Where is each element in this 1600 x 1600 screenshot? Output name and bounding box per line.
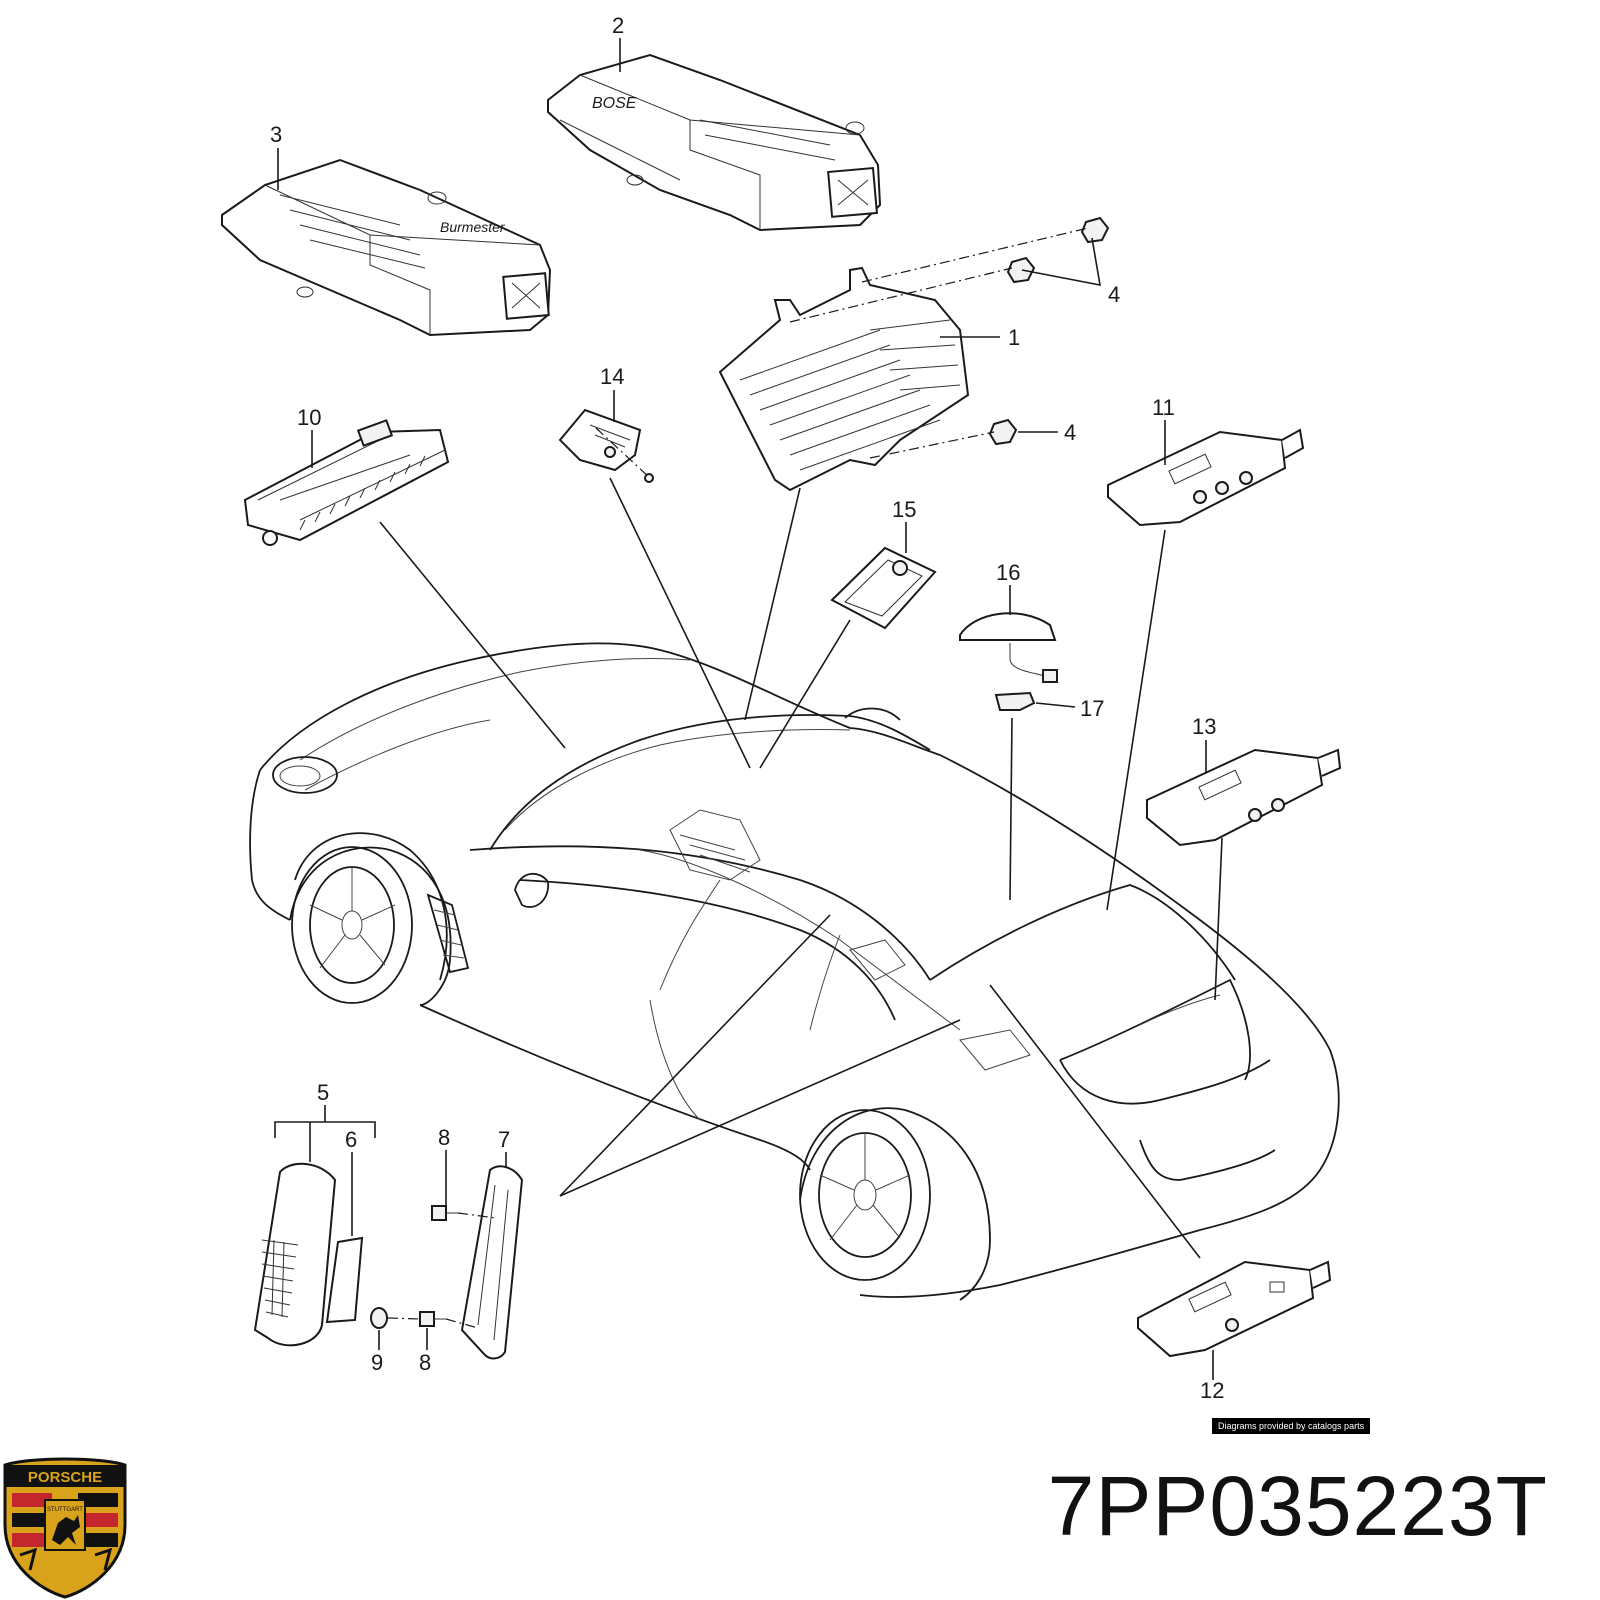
- part-16-antenna: [959, 612, 1058, 683]
- part-3-amplifier: Burmester: [221, 158, 552, 337]
- callout-17: 17: [1080, 696, 1104, 721]
- burmester-logo-icon: Burmester: [440, 219, 506, 235]
- leader-lines: [274, 38, 1223, 1380]
- part-2-amplifier: BOSE: [547, 53, 882, 232]
- part-4-nuts: [988, 216, 1110, 446]
- part-6-battery: [325, 1236, 364, 1324]
- part-number: 7PP035223T: [1047, 1459, 1548, 1553]
- callout-labels: 1 2 3 4 4 5 6 7 8 8 9 10 11 12 13 14 15 …: [270, 13, 1224, 1403]
- callout-8: 8: [419, 1350, 431, 1375]
- part-5-telephone-handset: [253, 1162, 337, 1347]
- callout-15: 15: [892, 497, 916, 522]
- front-wheel: [291, 846, 413, 1004]
- callout-4: 4: [1064, 420, 1076, 445]
- rear-wheel: [799, 1109, 931, 1281]
- porsche-crest-icon: PORSCHE STUTTGART: [3, 1457, 127, 1599]
- callout-7: 7: [498, 1127, 510, 1152]
- part-8-screws: [419, 1205, 458, 1327]
- callout-10: 10: [297, 405, 321, 430]
- logo-subtext: STUTTGART: [47, 1507, 83, 1513]
- callout-11: 11: [1152, 395, 1175, 420]
- callout-6: 6: [345, 1127, 357, 1152]
- callout-4: 4: [1108, 282, 1120, 307]
- part-13-module: [1146, 748, 1342, 847]
- part-9-cap: [370, 1307, 388, 1329]
- callout-13: 13: [1192, 714, 1216, 739]
- bose-logo-icon: BOSE: [592, 95, 637, 112]
- part-7-holder: [460, 1165, 524, 1360]
- part-15-pad: [830, 546, 937, 630]
- part-14-bracket: [558, 408, 654, 483]
- car-outline: [249, 642, 1340, 1301]
- part-1-amplifier: [718, 266, 970, 492]
- diagram-credit: Diagrams provided by catalogs parts: [1212, 1418, 1371, 1434]
- horse-icon: [52, 1515, 80, 1545]
- callout-12: 12: [1200, 1378, 1224, 1403]
- callout-5: 5: [317, 1080, 329, 1105]
- callout-14: 14: [600, 364, 624, 389]
- part-12-module: [1137, 1260, 1332, 1358]
- callout-1: 1: [1008, 325, 1020, 350]
- callout-8: 8: [438, 1125, 450, 1150]
- callout-16: 16: [996, 560, 1020, 585]
- part-10-module: [243, 419, 450, 546]
- part-17-grommet: [994, 691, 1036, 711]
- part-11-module: [1107, 428, 1305, 527]
- callout-2: 2: [612, 13, 624, 38]
- logo-text: PORSCHE: [28, 1469, 102, 1486]
- callout-9: 9: [371, 1350, 383, 1375]
- callout-3: 3: [270, 122, 282, 147]
